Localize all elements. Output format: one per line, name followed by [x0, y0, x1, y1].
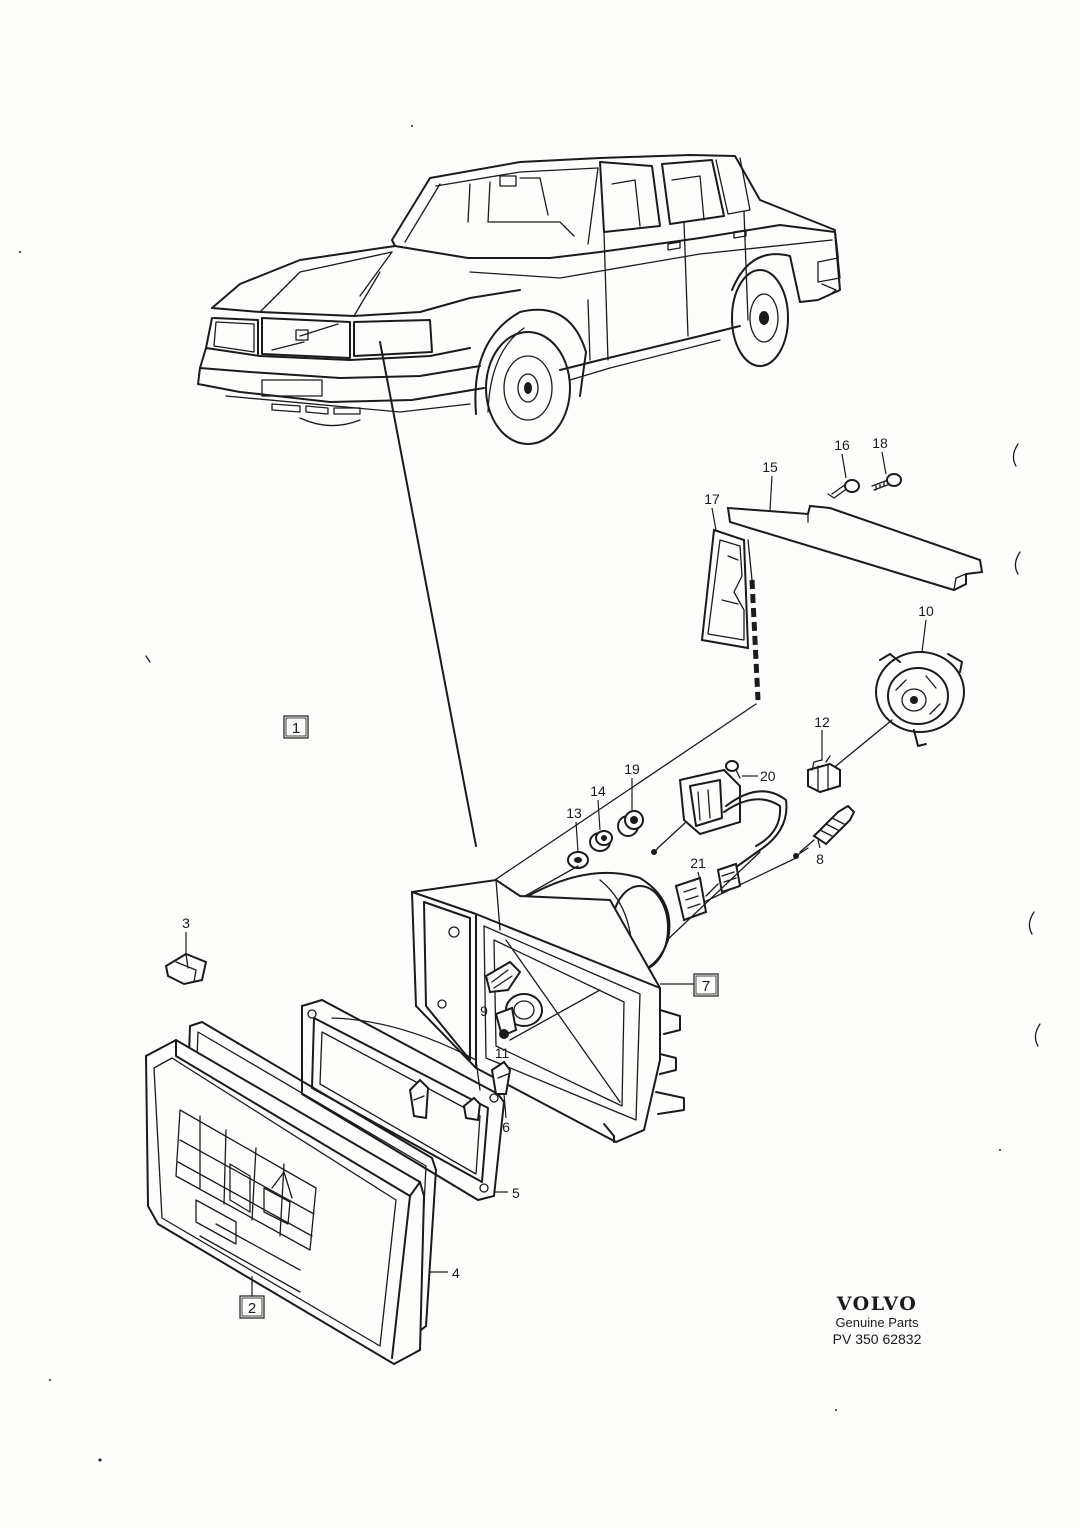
car-illustration — [197, 154, 841, 847]
callout-label-6: 6 — [502, 1119, 510, 1135]
screw-part-16 — [827, 453, 860, 499]
callout-label-15: 15 — [762, 459, 778, 475]
callout-box-7: 7 — [693, 973, 719, 997]
callout-label-8: 8 — [816, 851, 824, 867]
callout-box-1: 1 — [283, 715, 309, 739]
callout-label-16: 16 — [834, 437, 850, 453]
washer-part-14 — [589, 799, 613, 852]
callout-label-11: 11 — [495, 1045, 510, 1061]
connector-part-12 — [807, 730, 841, 794]
bulb-holder-ring-part-10 — [813, 619, 965, 785]
lens-part-2 — [144, 1038, 426, 1366]
nut-part-13 — [567, 821, 589, 869]
bulb-part-8 — [699, 804, 856, 905]
callout-label-14: 14 — [590, 783, 606, 799]
volvo-logo: VOLVO — [836, 1293, 918, 1315]
callout-box-2: 2 — [239, 1295, 265, 1319]
callout-label-7: 7 — [702, 978, 710, 995]
callout-label-20: 20 — [760, 768, 776, 784]
genuine-parts-label: Genuine Parts — [835, 1315, 919, 1330]
callout-label-4: 4 — [452, 1265, 460, 1281]
headlamp-housing-part-7 — [410, 871, 694, 1144]
callout-label-3: 3 — [182, 915, 190, 931]
callout-label-17: 17 — [704, 491, 720, 507]
callout-label-2: 2 — [248, 1300, 256, 1317]
callout-label-5: 5 — [512, 1185, 520, 1201]
part-sheet-code: PV 350 62832 — [832, 1331, 922, 1347]
callout-label-10: 10 — [918, 603, 934, 619]
callout-label-1: 1 — [292, 720, 300, 737]
lamp-socket-part-20 — [651, 760, 788, 871]
bushing-part-19 — [617, 778, 644, 837]
callout-labels: 1 2 7 3 4 5 6 8 9 10 11 12 13 14 15 16 1… — [182, 435, 934, 1319]
brand-block: VOLVO Genuine Parts PV 350 62832 — [812, 1293, 942, 1348]
screw-part-18 — [871, 451, 902, 491]
bracket-bar-part-15 — [726, 475, 984, 592]
side-trim-part-17 — [700, 507, 761, 701]
callout-label-13: 13 — [566, 805, 582, 821]
callout-label-19: 19 — [624, 761, 640, 777]
inner-frame-part-5 — [301, 998, 512, 1202]
scan-artifacts — [19, 125, 1041, 1462]
callout-label-21: 21 — [690, 855, 706, 871]
callout-label-18: 18 — [872, 435, 888, 451]
callout-label-12: 12 — [814, 714, 830, 730]
connector-block-part-21 — [674, 862, 742, 922]
callout-label-9: 9 — [480, 1003, 488, 1019]
clip-part-3 — [164, 932, 208, 986]
